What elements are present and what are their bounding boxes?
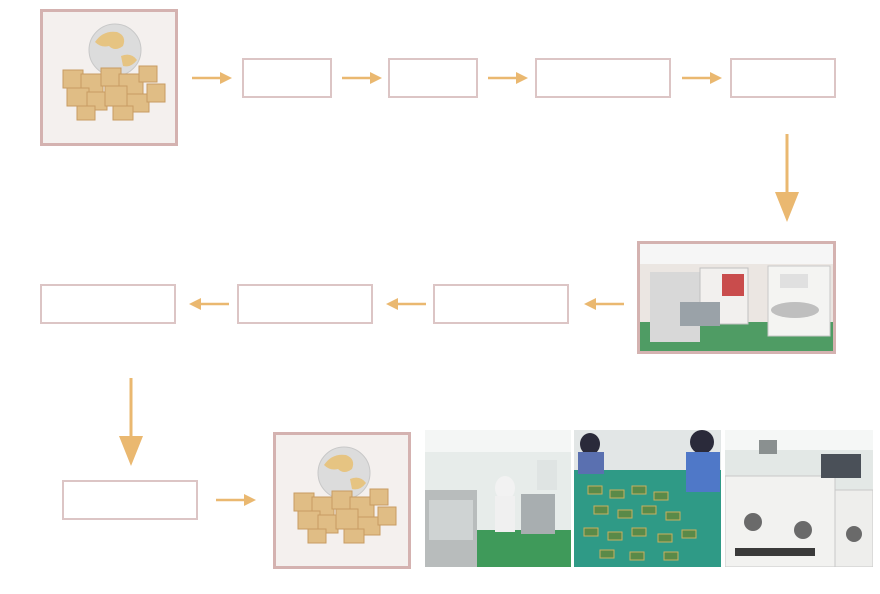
arrow-left-3 [189,298,229,310]
arrow-right-1 [192,72,232,84]
machine-image [637,241,836,354]
step-box-6 [237,284,373,324]
arrow-right-5 [216,494,256,506]
arrow-down-1 [775,134,799,222]
step-box-8 [62,480,198,520]
step-box-4 [730,58,836,98]
photo-clean-room [425,430,571,567]
photo-assembly-line [574,430,721,567]
globe-boxes-icon [43,12,175,143]
end-globe-image [273,432,411,569]
photo-reflow-machines [725,430,873,567]
step-box-1 [242,58,332,98]
arrow-left-2 [386,298,426,310]
globe-boxes-icon [276,435,408,566]
arrow-down-2 [119,378,143,466]
arrow-right-4 [682,72,722,84]
clean-room-workshop-icon [425,430,571,567]
arrow-right-3 [488,72,528,84]
step-box-3 [535,58,671,98]
start-globe-image [40,9,178,146]
assembly-line-workers-icon [574,430,721,567]
arrow-left-1 [584,298,624,310]
reflow-oven-machines-icon [725,430,873,567]
production-machine-icon [640,244,833,351]
arrow-right-2 [342,72,382,84]
step-box-5 [433,284,569,324]
step-box-2 [388,58,478,98]
step-box-7 [40,284,176,324]
